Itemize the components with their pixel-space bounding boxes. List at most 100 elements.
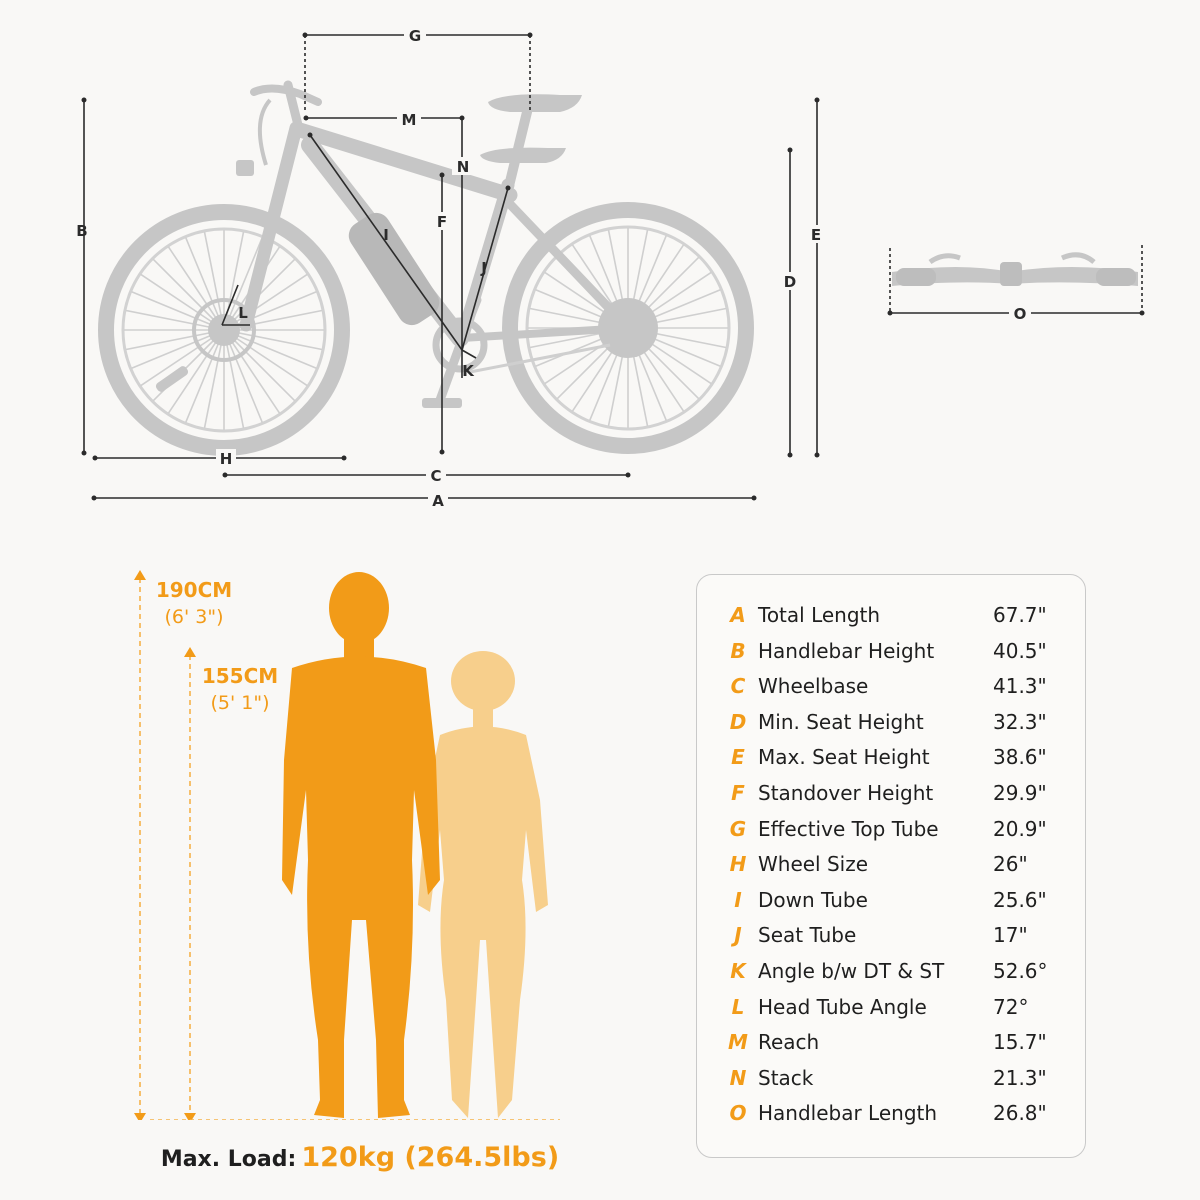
wheel-spoke xyxy=(167,246,225,331)
max-load-label: Max. Load: xyxy=(160,1147,297,1172)
wheel-spoke xyxy=(223,237,264,331)
wheel-spoke xyxy=(167,329,225,414)
spec-row: N Stack 21.3" xyxy=(697,1066,1085,1096)
spec-value: 25.6" xyxy=(993,887,1047,912)
wheel-spoke xyxy=(184,329,225,423)
dim-label-g: G xyxy=(409,27,421,45)
spec-value: 20.9" xyxy=(993,816,1047,841)
spec-letter: M xyxy=(728,1030,748,1055)
height-label-short: 155CM (5' 1") xyxy=(196,664,284,714)
male-silhouette xyxy=(282,572,440,1118)
dimension-letters: A B C D E F G H I J K L M N O xyxy=(76,26,1031,510)
wheel-spoke xyxy=(140,273,225,331)
female-silhouette xyxy=(418,651,548,1118)
spec-name: Head Tube Angle xyxy=(758,994,927,1019)
wheel-spoke xyxy=(125,329,225,351)
wheel-spoke xyxy=(203,329,225,429)
spec-value: 40.5" xyxy=(993,638,1047,663)
wheel-spoke xyxy=(223,329,308,387)
spec-letter: K xyxy=(730,959,746,983)
max-load-caption: Max. Load: 120kg (264.5lbs) xyxy=(0,1142,720,1173)
rider-silhouettes xyxy=(134,570,560,1120)
rear-wheel xyxy=(98,204,350,456)
wheel-spoke xyxy=(140,329,225,387)
spec-name: Handlebar Height xyxy=(758,638,935,663)
dim-label-j: J xyxy=(480,259,487,277)
spec-value: 17" xyxy=(993,923,1028,948)
spec-name: Handlebar Length xyxy=(758,1101,938,1126)
spec-letter: E xyxy=(731,745,745,770)
spec-letter: B xyxy=(730,638,746,663)
dim-label-m: M xyxy=(402,111,417,129)
dim-label-c: C xyxy=(430,467,441,485)
spec-value: 29.9" xyxy=(993,781,1047,805)
spec-row: L Head Tube Angle 72° xyxy=(697,995,1085,1025)
spec-letter: H xyxy=(729,852,747,877)
saddle-low xyxy=(480,147,566,163)
spec-value: 26.8" xyxy=(993,1101,1047,1126)
wheel-spoke xyxy=(131,329,225,370)
battery xyxy=(348,212,440,326)
spec-letter: F xyxy=(731,781,745,805)
dim-label-o: O xyxy=(1014,305,1027,323)
spec-name: Stack xyxy=(758,1065,814,1090)
spec-value: 72° xyxy=(993,994,1029,1019)
spec-name: Reach xyxy=(758,1030,820,1055)
wheel-spoke xyxy=(223,329,323,351)
spec-name: Max. Seat Height xyxy=(758,745,930,770)
spec-value: 21.3" xyxy=(993,1065,1047,1090)
wheel-spoke xyxy=(223,329,296,402)
dim-label-l: L xyxy=(238,304,248,322)
spec-letter: I xyxy=(734,887,742,912)
dim-label-f: F xyxy=(437,213,447,231)
dim-label-i: I xyxy=(383,226,389,244)
spec-name: Wheelbase xyxy=(758,674,869,699)
dimension-endpoints xyxy=(81,32,1145,501)
height-cm-short: 155CM xyxy=(201,664,279,688)
height-ft-tall: (6' 3") xyxy=(164,606,224,628)
chainring xyxy=(432,317,488,373)
spec-value: 52.6° xyxy=(993,959,1048,983)
wheel-spoke xyxy=(223,329,245,429)
spec-row: O Handlebar Length 26.8" xyxy=(697,1101,1085,1131)
spec-value: 32.3" xyxy=(993,709,1047,734)
wheel-spoke xyxy=(125,309,225,331)
spec-letter: G xyxy=(729,816,747,841)
saddle xyxy=(488,94,582,112)
spec-letter: N xyxy=(729,1065,747,1090)
spec-name: Angle b/w DT & ST xyxy=(758,959,945,983)
spec-row: K Angle b/w DT & ST 52.6° xyxy=(697,959,1085,989)
spec-name: Standover Height xyxy=(758,781,934,805)
spec-row: H Wheel Size 26" xyxy=(697,852,1085,882)
spec-value: 26" xyxy=(993,852,1028,877)
dim-label-a: A xyxy=(432,492,444,510)
spec-value: 41.3" xyxy=(993,674,1047,699)
headlight xyxy=(236,160,254,176)
spec-name: Wheel Size xyxy=(758,852,869,877)
wheel-spoke xyxy=(184,237,225,331)
dim-label-n: N xyxy=(457,158,470,176)
spec-row: F Standover Height 29.9" xyxy=(697,781,1085,811)
spec-row: E Max. Seat Height 38.6" xyxy=(697,745,1085,775)
spec-letter: D xyxy=(729,709,747,734)
wheel-spoke xyxy=(223,273,308,331)
wheel-spoke xyxy=(223,329,264,423)
spec-letter: O xyxy=(729,1101,747,1126)
spec-row: I Down Tube 25.6" xyxy=(697,888,1085,918)
spec-value: 38.6" xyxy=(993,745,1047,770)
height-label-tall: 190CM (6' 3") xyxy=(150,578,238,628)
spec-name: Min. Seat Height xyxy=(758,709,924,734)
kickstand xyxy=(155,366,189,392)
wheel-spoke xyxy=(223,329,281,414)
bike-geometry-diagram: A B C D E F G H I J K L M N O xyxy=(76,26,1145,510)
wheel-spoke xyxy=(223,329,317,370)
spec-name: Down Tube xyxy=(758,887,868,912)
spec-letter: L xyxy=(731,994,745,1019)
spec-name: Total Length xyxy=(758,603,881,627)
spec-row: D Min. Seat Height 32.3" xyxy=(697,710,1085,740)
